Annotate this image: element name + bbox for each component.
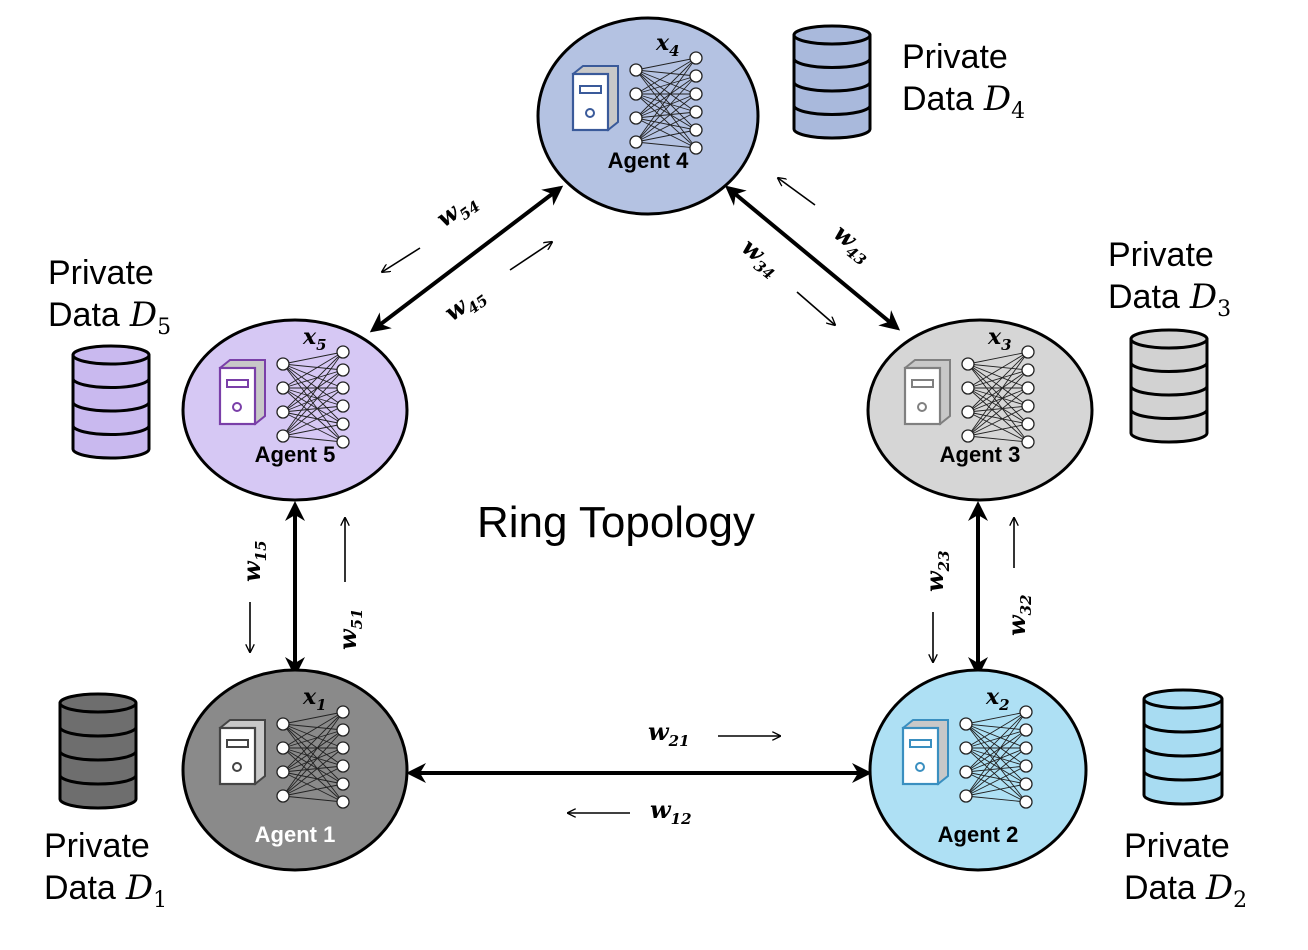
weight-label-w23: w23 — [920, 550, 953, 592]
neural-network-icon — [276, 345, 350, 449]
direction-arrow-w34 — [796, 291, 835, 325]
agent-1-label: Agent 1 — [255, 822, 336, 847]
agent-5-variable: x5 — [302, 324, 327, 354]
agent-3-circle — [866, 318, 1094, 502]
neural-network-icon — [629, 51, 703, 155]
agent-5-label: Agent 5 — [255, 442, 336, 467]
neural-network-icon — [959, 705, 1033, 809]
database-icon — [792, 24, 872, 140]
neural-network-icon — [276, 705, 350, 809]
weight-label-w32: w32 — [1002, 594, 1035, 636]
direction-arrow-w45 — [509, 242, 552, 271]
weight-label-w54: w54 — [430, 185, 483, 236]
server-icon — [571, 65, 619, 132]
server-icon — [901, 719, 949, 786]
server-icon — [903, 359, 951, 426]
link-agent5-agent4 — [369, 185, 564, 333]
agent-1-variable: x1 — [302, 684, 327, 714]
agent-3-variable: x3 — [987, 324, 1012, 354]
agent-4-label: Agent 4 — [608, 148, 689, 173]
agent-2-variable: x2 — [985, 684, 1010, 714]
agent-2-label: Agent 2 — [938, 822, 1019, 847]
diagram-title: Ring Topology — [477, 498, 755, 547]
database-icon — [1142, 688, 1224, 806]
agent-3-label: Agent 3 — [940, 442, 1021, 467]
link-agent4-agent3 — [724, 185, 901, 331]
database-icon — [71, 344, 151, 460]
weight-label-w15: w15 — [237, 540, 270, 582]
database-icon — [1129, 328, 1209, 444]
server-icon — [218, 719, 266, 786]
weight-label-w21: w21 — [648, 717, 690, 750]
weight-label-w34: w34 — [734, 232, 787, 284]
database-layer — [58, 24, 1224, 810]
weight-label-w51: w51 — [333, 608, 366, 650]
neural-network-icon — [961, 345, 1035, 449]
direction-arrow-w43 — [778, 178, 816, 206]
server-icon — [218, 359, 266, 426]
weight-label-w43: w43 — [826, 218, 879, 270]
agent-4-circle — [536, 16, 760, 216]
agent-4-variable: x4 — [655, 30, 680, 60]
direction-arrow-w54 — [382, 247, 421, 272]
agent-5-circle — [181, 318, 409, 502]
database-icon — [58, 692, 138, 810]
weight-label-w45: w45 — [438, 279, 491, 330]
weight-label-w12: w12 — [650, 795, 692, 828]
